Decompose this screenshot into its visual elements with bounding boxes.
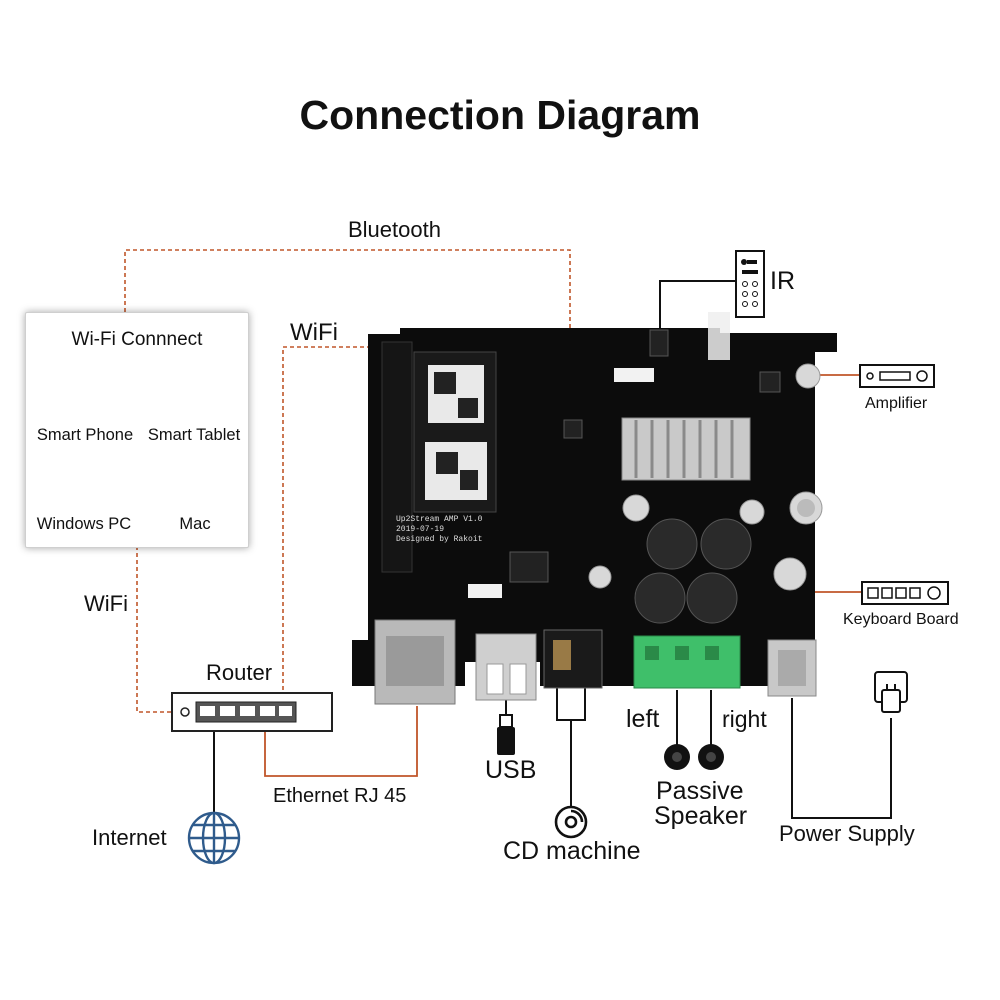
amplifier-icon [859,364,935,388]
diagram-title: Connection Diagram [299,92,701,138]
passive-speaker-label-2: Speaker [654,802,748,830]
wifi-side-wire [136,546,172,713]
right-speaker-icon [698,744,724,770]
usb-stick-icon [497,714,515,755]
amplifier-label: Amplifier [865,395,928,412]
internet-label: Internet [92,825,167,850]
wifi-side-label: WiFi [84,591,128,616]
ethernet-wire [264,706,418,777]
bluetooth-wire [124,249,571,395]
ethernet-label: Ethernet RJ 45 [273,785,407,807]
right-label: right [722,706,767,732]
ir-label: IR [770,267,795,295]
cd-icon [554,805,588,839]
board-silkscreen-3: Designed by Rakoit [396,535,482,544]
board-silkscreen-2: 2019-07-19 [396,525,444,534]
wifi-connect-panel: Wi-Fi Connnect [25,312,249,548]
passive-speaker-label-1: Passive [656,777,744,805]
power-outlet-icon [874,671,908,713]
smart-phone-label: Smart Phone [36,426,134,444]
usb-label: USB [485,756,537,784]
mac-label: Mac [179,515,211,533]
board-silkscreen-1: Up2Stream AMP V1.0 [396,515,483,524]
power-wire [791,698,892,819]
wifi-connect-title: Wi-Fi Connnect [71,329,203,350]
ir-wire [659,280,735,333]
left-speaker-icon [664,744,690,770]
keyboard-board-label: Keyboard Board [843,611,959,628]
cd-wire [556,674,586,808]
left-label: left [626,705,660,733]
bluetooth-label: Bluetooth [348,217,441,242]
smart-tablet-label: Smart Tablet [147,426,241,444]
circuit-board [352,312,837,705]
router-label: Router [206,660,273,685]
internet-globe-icon [187,811,241,865]
cd-machine-label: CD machine [503,837,641,865]
router-icon [171,692,333,732]
wifi-top-label: WiFi [290,319,338,346]
power-supply-label: Power Supply [779,821,915,846]
windows-pc-label: Windows PC [36,515,132,533]
keyboard-board-icon [861,581,949,605]
ir-remote-icon [735,250,765,318]
